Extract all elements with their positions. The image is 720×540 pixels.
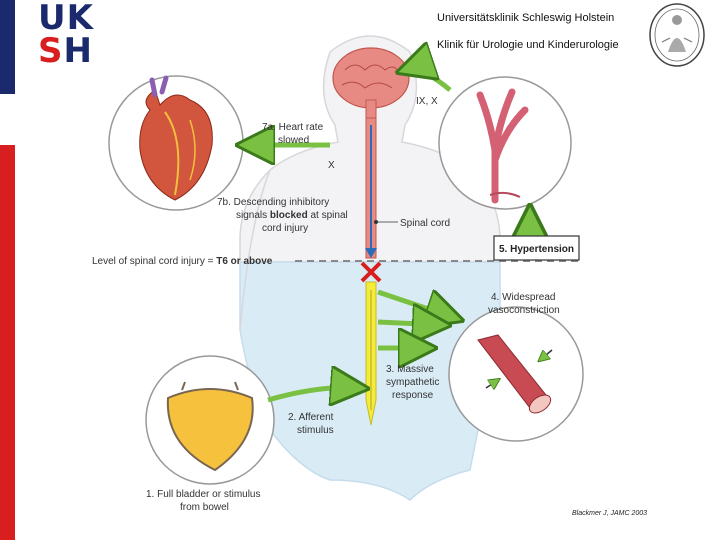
brand-bar-blue [0,0,15,94]
bladder-inset [145,355,275,485]
descending-arrow-head [365,248,377,258]
logo-letter-h: H [63,31,93,71]
step1-label-line2: from bowel [180,502,229,513]
arrow-brain-to-artery [405,69,452,92]
institution-name: Universitätsklinik Schleswig Holstein [437,12,615,24]
brand-bar-red [0,145,15,540]
logo-letter-s: S [38,31,64,71]
university-seal-icon [649,3,705,67]
department-name: Klinik für Urologie und Kinderurologie [437,39,619,51]
injury-level-prefix: Level of spinal cord injury = [92,256,216,267]
step4-label-line1: 4. Widespread [491,292,555,303]
step2-label-line2: stimulus [297,425,334,436]
step3-label-line3: response [392,390,434,401]
step4-label-line2: vasoconstriction [488,305,560,316]
step7b-label-line3: cord injury [262,223,308,234]
spinal-cord-label: Spinal cord [400,218,450,229]
step5-label: 5. Hypertension [499,244,574,255]
carotid-inset [438,76,572,210]
uksh-logo: UK SH [38,0,94,68]
hypertension-box [493,235,580,261]
step7a-label-line1: 7a. Heart rate [262,122,324,133]
cranial-nerves-label: IX, X [416,96,438,107]
step7b-line2-c: at spinal [308,210,348,221]
arrow-vasoconstriction-2 [377,322,442,325]
arrow-afferent [267,388,360,401]
vagus-label: X [328,160,335,171]
step1-label-line1: 1. Full bladder or stimulus [146,489,261,500]
step7a-label-line2: slowed [278,135,309,146]
brain-icon [332,47,410,121]
logo-line2: SH [38,34,94,68]
injury-level-value: T6 or above [216,256,273,267]
injury-level-label: Level of spinal cord injury = T6 or abov… [92,256,273,267]
arm-left [239,169,271,331]
injury-marker-icon [360,261,382,283]
step7b-line2-a: signals [236,210,270,221]
vessel-inset [448,306,584,442]
logo-line1: UK [38,0,94,38]
step7b-line2-b: blocked [270,210,308,221]
step7b-label-line1: 7b. Descending inhibitory [217,197,329,208]
step3-label-line2: sympathetic [386,377,439,388]
citation-text: Blackmer J, JAMC 2003 [572,510,648,517]
heart-inset [108,75,244,211]
step7b-label-line2: signals blocked at spinal [236,210,348,221]
step2-label-line1: 2. Afferent [288,412,334,423]
step3-label-line1: 3. Massive [386,364,434,375]
